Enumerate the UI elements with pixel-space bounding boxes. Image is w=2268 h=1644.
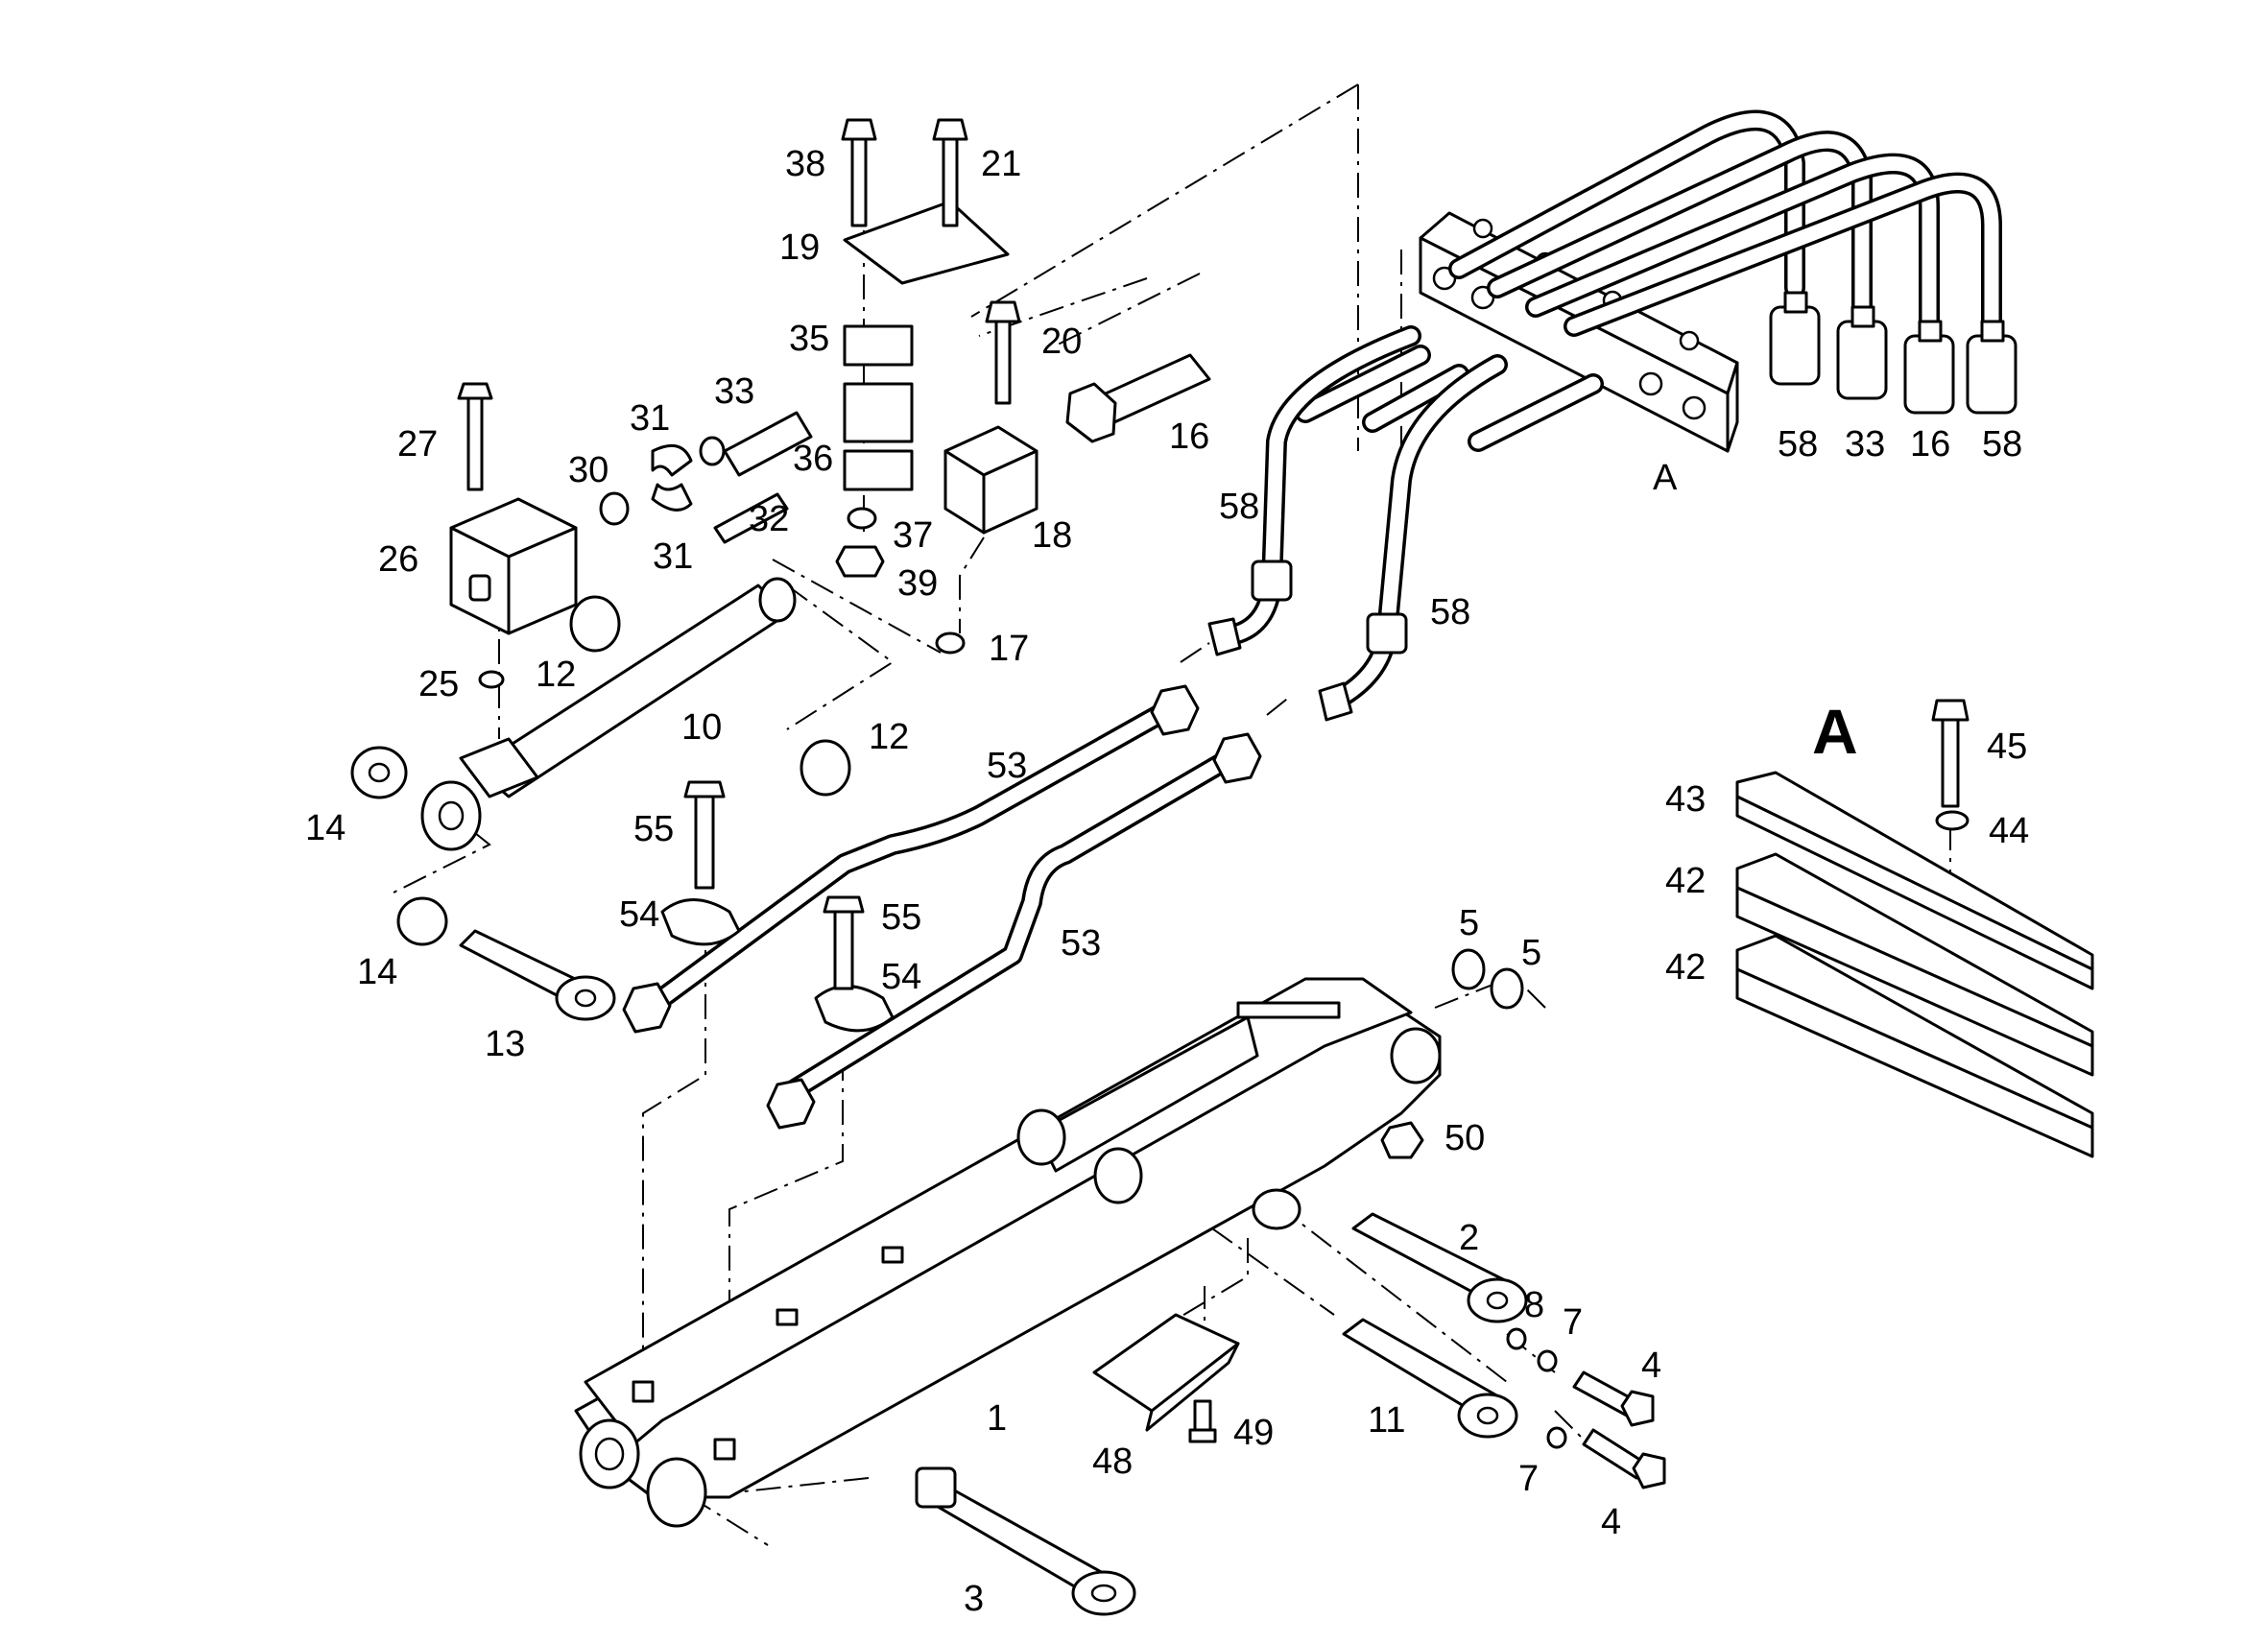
callout-55b: 55 <box>881 897 921 938</box>
pin-11 <box>1342 1318 1518 1439</box>
bracket-48 <box>1092 1313 1240 1443</box>
callout-7b: 7 <box>1518 1459 1539 1499</box>
pipe-bundle <box>1295 109 2002 452</box>
callout-31a: 31 <box>630 398 670 439</box>
bolt-4-lower <box>1582 1428 1666 1489</box>
callout-58a: 58 <box>1219 487 1259 527</box>
callout-58b: 58 <box>1430 592 1470 632</box>
hose-58-upper <box>1207 325 1421 656</box>
boom-arm <box>574 977 1442 1528</box>
callout-17: 17 <box>989 629 1029 669</box>
callout-16a: 16 <box>1169 417 1209 457</box>
callout-18: 18 <box>1032 515 1072 556</box>
callout-4b: 4 <box>1601 1502 1621 1542</box>
callout-36: 36 <box>793 439 833 479</box>
callouts: 1 2 3 4 4 5 5 7 7 8 10 11 12 12 13 14 14… <box>305 144 2029 1619</box>
clamp-54-upper <box>660 780 741 946</box>
steel-line-53-upper <box>622 684 1200 1034</box>
detail-title: A <box>1812 696 1858 767</box>
callout-38: 38 <box>785 144 825 184</box>
callout-33a: 33 <box>714 371 754 412</box>
callout-53a: 53 <box>987 746 1027 786</box>
valve-block-26 <box>449 382 578 689</box>
callout-42b: 42 <box>1665 947 1706 988</box>
block-18 <box>935 300 1039 655</box>
pin-2 <box>1351 1212 1528 1323</box>
callout-58c: 58 <box>1778 424 1818 465</box>
callout-30: 30 <box>568 450 609 490</box>
callout-33b: 33 <box>1845 424 1885 465</box>
callout-8: 8 <box>1524 1285 1544 1325</box>
callout-49: 49 <box>1233 1413 1274 1453</box>
callout-54a: 54 <box>619 894 659 935</box>
callout-25: 25 <box>418 664 459 704</box>
callout-54b: 54 <box>881 957 921 997</box>
callout-26: 26 <box>378 539 418 580</box>
clamp-block-35-36 <box>835 324 914 578</box>
callout-37: 37 <box>893 515 933 556</box>
callout-43: 43 <box>1665 779 1706 820</box>
callout-58d: 58 <box>1982 424 2022 465</box>
callout-10: 10 <box>681 707 722 748</box>
fitting-16 <box>1065 353 1211 443</box>
callout-4a: 4 <box>1641 1346 1661 1386</box>
detail-a-clamp-plates <box>1735 699 2094 1158</box>
callout-13: 13 <box>485 1024 525 1064</box>
callout-16b: 16 <box>1910 424 1950 465</box>
callout-50: 50 <box>1444 1118 1485 1158</box>
callout-27: 27 <box>397 424 438 465</box>
callout-12a: 12 <box>536 655 576 695</box>
callout-5b: 5 <box>1521 933 1541 973</box>
callout-2: 2 <box>1459 1218 1479 1258</box>
callout-31b: 31 <box>653 536 693 577</box>
pipe-end-fittings <box>1769 291 2017 415</box>
callout-53b: 53 <box>1061 923 1101 964</box>
hose-58-lower <box>1318 354 1508 722</box>
callout-35: 35 <box>789 319 829 359</box>
pin-13 <box>459 929 616 1021</box>
callout-32: 32 <box>749 499 789 539</box>
callout-55a: 55 <box>633 809 674 849</box>
bolt-4-upper <box>1572 1370 1655 1427</box>
callout-7a: 7 <box>1563 1302 1583 1343</box>
clamp-54-lower <box>814 895 895 1033</box>
cylinder-10 <box>420 577 797 851</box>
fittings-30-33 <box>599 411 813 544</box>
callout-14a: 14 <box>305 808 346 848</box>
callout-44: 44 <box>1989 811 2029 851</box>
callout-20: 20 <box>1041 322 1082 362</box>
steel-line-53-lower <box>766 732 1262 1130</box>
callout-39: 39 <box>897 563 938 604</box>
washers <box>1380 948 1567 1449</box>
callout-21: 21 <box>981 144 1021 184</box>
callout-45: 45 <box>1987 727 2027 767</box>
callout-11: 11 <box>1368 1400 1405 1441</box>
callout-42a: 42 <box>1665 861 1706 901</box>
callout-48: 48 <box>1092 1441 1133 1482</box>
plate-19-bolts <box>841 118 1010 285</box>
detail-ref-label: A <box>1653 458 1678 498</box>
bushings <box>350 595 851 946</box>
callout-3: 3 <box>964 1579 984 1619</box>
callout-19: 19 <box>779 227 820 268</box>
callout-5a: 5 <box>1459 903 1479 943</box>
callout-12b: 12 <box>869 717 909 757</box>
callout-1: 1 <box>987 1398 1007 1439</box>
pin-3 <box>915 1466 1136 1616</box>
callout-14b: 14 <box>357 952 397 992</box>
